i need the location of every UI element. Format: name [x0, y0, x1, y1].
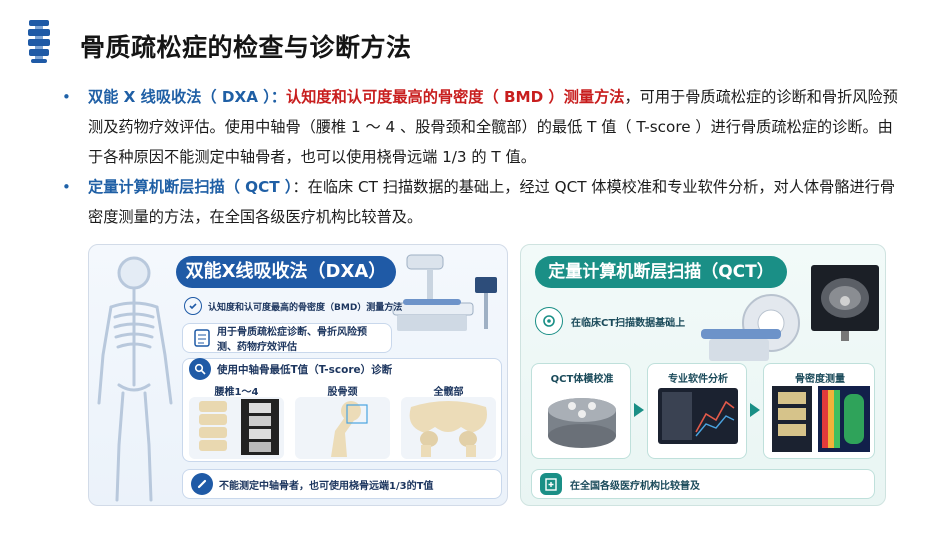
- qct-item-hospital-text: 在全国各级医疗机构比较普及: [570, 480, 700, 492]
- spine-logo-icon: [26, 19, 52, 63]
- hospital-icon: [540, 473, 562, 495]
- dxa-item-bmd-text: 认知度和认可度最高的骨密度（BMD）测量方法: [208, 302, 403, 313]
- ct-scanner-image: [701, 293, 811, 369]
- bullet-list: • 双能 X 线吸收法（ DXA ）：认知度和认可度最高的骨密度（ BMD ）测…: [62, 82, 902, 232]
- qct-step-software: 专业软件分析: [647, 363, 747, 459]
- qct-step-phantom-label: QCT体模校准: [550, 374, 614, 385]
- arrow-right-icon: [634, 403, 644, 417]
- dxa-item-use-text: 用于骨质疏松症诊断、骨折风险预测、药物疗效评估: [217, 327, 367, 353]
- skeleton-illustration: [89, 245, 199, 505]
- thumb-total-hip-label: 全髋部: [433, 387, 464, 398]
- dxa-text: ，可用于骨质疏松症的诊断和骨折风险预测及药物疗效评估。使用中轴骨（腰椎 1 ～ …: [88, 88, 898, 166]
- page-title: 骨质疏松症的检查与诊断方法: [80, 33, 412, 62]
- dxa-item-tscore-text: 使用中轴骨最低T值（T-score）诊断: [217, 363, 393, 376]
- qct-panel-title: 定量计算机断层扫描（QCT）: [535, 256, 787, 288]
- thumb-femoral-neck-label: 股骨颈: [327, 387, 358, 398]
- bullet-dot: •: [62, 88, 71, 106]
- dxa-item-radius: 不能测定中轴骨者，也可使用桡骨远端1/3的T值: [182, 469, 502, 499]
- ct-monitor-image: [811, 265, 881, 347]
- qct-item-ct-text: 在临床CT扫描数据基础上: [571, 317, 686, 329]
- qct-step-software-label: 专业软件分析: [668, 374, 728, 385]
- qct-step-bmd-label: 骨密度测量: [795, 374, 845, 385]
- bone-icon: [191, 473, 213, 495]
- dxa-item-use: 用于骨质疏松症诊断、骨折风险预测、药物疗效评估: [182, 323, 392, 353]
- qct-step-bmd: 骨密度测量: [763, 363, 875, 459]
- qct-text: ：在临床 CT 扫描数据的基础上，经过 QCT 体模校准和专业软件分析，对人体骨…: [88, 178, 896, 226]
- software-image: [658, 388, 738, 444]
- qct-item-ct: 在临床CT扫描数据基础上: [535, 307, 685, 335]
- dxa-item-bmd: 认知度和认可度最高的骨密度（BMD）测量方法: [184, 297, 402, 315]
- phantom-image: [548, 398, 616, 448]
- lumbar-spine-image: [189, 397, 284, 459]
- shield-check-icon: [184, 297, 202, 315]
- arrow-right-icon: [750, 403, 760, 417]
- thumb-lumbar-label: 腰椎1～4: [214, 387, 259, 398]
- search-icon: [189, 358, 211, 380]
- dxa-machine-image: [389, 251, 501, 345]
- bullet-qct: • 定量计算机断层扫描（ QCT ）：在临床 CT 扫描数据的基础上，经过 QC…: [62, 172, 902, 232]
- qct-term: 定量计算机断层扫描（ QCT ）: [88, 178, 293, 196]
- dxa-item-radius-text: 不能测定中轴骨者，也可使用桡骨远端1/3的T值: [219, 480, 434, 492]
- dxa-emphasis: 认知度和认可度最高的骨密度（ BMD ）测量方法: [286, 88, 625, 106]
- qct-item-hospital: 在全国各级医疗机构比较普及: [531, 469, 875, 499]
- qct-panel: 定量计算机断层扫描（QCT） 在临床CT扫描数据基础上 QCT体模校准: [520, 244, 886, 506]
- total-hip-image: [401, 397, 496, 459]
- dxa-tscore-box: 使用中轴骨最低T值（T-score）诊断 腰椎1～4 股骨颈: [182, 358, 502, 462]
- scan-target-icon: [535, 307, 563, 335]
- checklist-icon: [191, 327, 213, 349]
- bullet-dot: •: [62, 178, 71, 196]
- bullet-dxa: • 双能 X 线吸收法（ DXA ）：认知度和认可度最高的骨密度（ BMD ）测…: [62, 82, 902, 172]
- dxa-item-tscore: 使用中轴骨最低T值（T-score）诊断: [189, 357, 392, 381]
- qct-step-phantom: QCT体模校准: [531, 363, 631, 459]
- bmd-result-image: [772, 386, 870, 452]
- dxa-panel-title: 双能X线吸收法（DXA）: [176, 256, 396, 288]
- dxa-panel: 双能X线吸收法（DXA） 认知度和认可度最高的骨密度（BMD）测量方法 用于骨质…: [88, 244, 508, 506]
- femoral-neck-image: [295, 397, 390, 459]
- dxa-term: 双能 X 线吸收法（ DXA ）：: [88, 88, 287, 106]
